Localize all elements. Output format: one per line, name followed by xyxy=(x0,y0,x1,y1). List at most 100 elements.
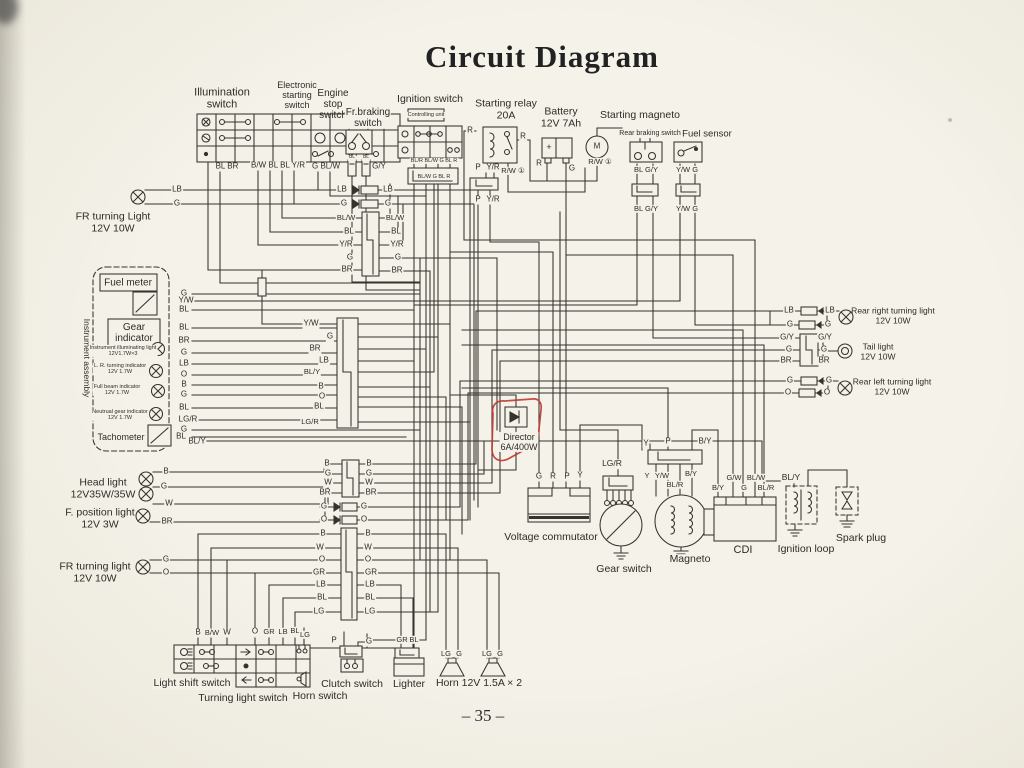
w-tl-g1: G xyxy=(784,344,794,355)
w-cb-bl: BL xyxy=(313,401,325,412)
mid-connectors xyxy=(257,185,380,621)
w-mb-bl-r: BL xyxy=(390,226,402,237)
w-cb-yw: Y/W xyxy=(302,318,320,329)
w-rl-g1: G xyxy=(785,375,795,386)
front-lamps xyxy=(130,189,154,575)
w-lb-left: LB xyxy=(171,184,183,195)
horn: Horn 12V 1.5A × 2 xyxy=(434,677,524,690)
w-cs-g: G xyxy=(364,636,374,647)
w-b2-w-l: W xyxy=(315,542,325,553)
starting-relay: Starting relay 20A xyxy=(475,97,537,121)
w-cdi-by: B/Y xyxy=(710,482,726,493)
w-b1-w-r: W xyxy=(364,477,374,488)
w-hl-b: B xyxy=(162,466,170,477)
tachometer: Tachometer xyxy=(97,431,145,442)
w-vc-p: P xyxy=(563,471,571,482)
w-ia-bly: BL/Y xyxy=(187,436,207,447)
w-b2-b-r: B xyxy=(364,528,372,539)
fuel-sensor-symbol xyxy=(673,141,703,197)
engine-stop-switch: Engine stop switch xyxy=(317,88,349,122)
scan-speck xyxy=(948,118,952,122)
w-b2-lg-r: LG xyxy=(363,606,377,617)
w-d-g-r: G xyxy=(359,501,369,512)
w-cb-o: O xyxy=(317,391,327,402)
electronic-starting-switch: Electronic starting switch xyxy=(277,79,317,111)
w-ign-row1: BL/R BL/W G BL R xyxy=(409,157,459,165)
w-bw-bl-bl-yr: B/W BL BL Y/R xyxy=(250,160,306,171)
w-ls-w: W xyxy=(222,627,232,638)
director: Director 6A/400W xyxy=(499,431,539,453)
lighter-symbol xyxy=(393,647,425,677)
w-frt-o: O xyxy=(161,567,171,578)
w-mc-g2: G xyxy=(383,198,393,209)
w-b1-w-l: W xyxy=(323,477,333,488)
w-mb-br-r: BR xyxy=(390,265,404,276)
w-vc-g: G xyxy=(534,471,544,482)
battery-symbol xyxy=(541,137,573,164)
w-mb-blw-r: BL/W xyxy=(384,212,406,223)
w-ia-g1: G xyxy=(179,288,189,299)
w-mb-g-r: G xyxy=(393,252,403,263)
horn-symbols xyxy=(439,657,506,677)
page-title: Circuit Diagram xyxy=(425,39,659,74)
w-ia-lb: LB xyxy=(178,358,190,369)
battery: Battery 12V 7Ah xyxy=(539,105,583,130)
w-b2-lb-l: LB xyxy=(315,579,327,590)
w-ia-br: BR xyxy=(177,335,191,346)
w-rl-o2: O xyxy=(822,387,832,398)
w-h1-lg: LG xyxy=(439,648,453,659)
w-ls-b: B xyxy=(194,627,202,638)
w-mc-lb1: LB xyxy=(336,184,348,195)
turning-light-switch-grid xyxy=(235,644,311,688)
ignition-loop-symbol xyxy=(785,485,818,537)
w-fb-bl1: BL xyxy=(347,154,357,161)
w-h2-g: G xyxy=(496,648,504,659)
neutral-gear-indicator: Neutrual gear indicator 12V 1.7W xyxy=(91,408,149,422)
w-b1-g-r: G xyxy=(364,468,374,479)
w-mg-y-top: Y xyxy=(642,438,650,449)
w-relay-r-right: R xyxy=(519,131,527,142)
w-ts-o: O xyxy=(250,626,260,637)
illumination-switch: Illumination switch xyxy=(194,86,250,111)
w-b2-gr-r: GR xyxy=(364,567,378,578)
instrument-assembly: Instrument assembly xyxy=(81,318,92,398)
w-mg-y: Y xyxy=(643,470,651,481)
w-b1-g-l: G xyxy=(323,468,333,479)
head-light: Head light 12V35W/35W xyxy=(70,476,136,500)
w-batt-plus: + xyxy=(546,141,552,152)
w-gy-top: G/Y xyxy=(371,161,387,172)
w-mb-bl-l: BL xyxy=(343,226,355,237)
w-cb-br: BR xyxy=(308,343,322,354)
w-b2-bl-r: BL xyxy=(364,592,376,603)
w-ts-bl: BL xyxy=(289,625,301,636)
w-cdi-blr: BL/R xyxy=(756,482,776,493)
w-hl-g: G xyxy=(159,481,169,492)
w-tl-br1: BR xyxy=(779,355,793,366)
w-mc-g1: G xyxy=(339,198,349,209)
w-vc-r: R xyxy=(549,471,557,482)
w-rr-lb2: LB xyxy=(824,305,836,316)
w-mb-yr-l: Y/R xyxy=(338,239,354,250)
w-h2-lg: LG xyxy=(480,648,494,659)
w-g-left: G xyxy=(172,198,182,209)
w-ts-gr: GR xyxy=(262,626,276,637)
w-p2: P xyxy=(474,194,482,205)
w-cb-b: B xyxy=(317,381,325,392)
w-ia-bl4: BL xyxy=(175,431,187,442)
gear-switch-symbol xyxy=(599,475,643,560)
w-yr2: Y/R xyxy=(485,194,501,205)
w-b2-o-l: O xyxy=(317,554,327,565)
starting-magneto: Starting magneto xyxy=(600,109,680,122)
w-d-g-l: G xyxy=(319,501,329,512)
fr-turning-light-bottom: FR tur­ning light 12V 10W xyxy=(59,560,131,584)
w-yr1: Y/R xyxy=(485,162,501,173)
instrument-assembly-box xyxy=(92,266,172,452)
w-ia-bl1: BL xyxy=(178,304,190,315)
w-fs-1: Y/W G xyxy=(674,164,700,175)
clutch-switch-symbol xyxy=(339,645,364,673)
w-il-bly: BL/Y xyxy=(780,472,802,483)
w-b1-b-l: B xyxy=(323,458,331,469)
w-rr-g1: G xyxy=(785,319,795,330)
fr-braking-switch: Fr.braking switch xyxy=(344,106,392,130)
voltage-commutator: Voltage commutator xyxy=(503,531,599,544)
